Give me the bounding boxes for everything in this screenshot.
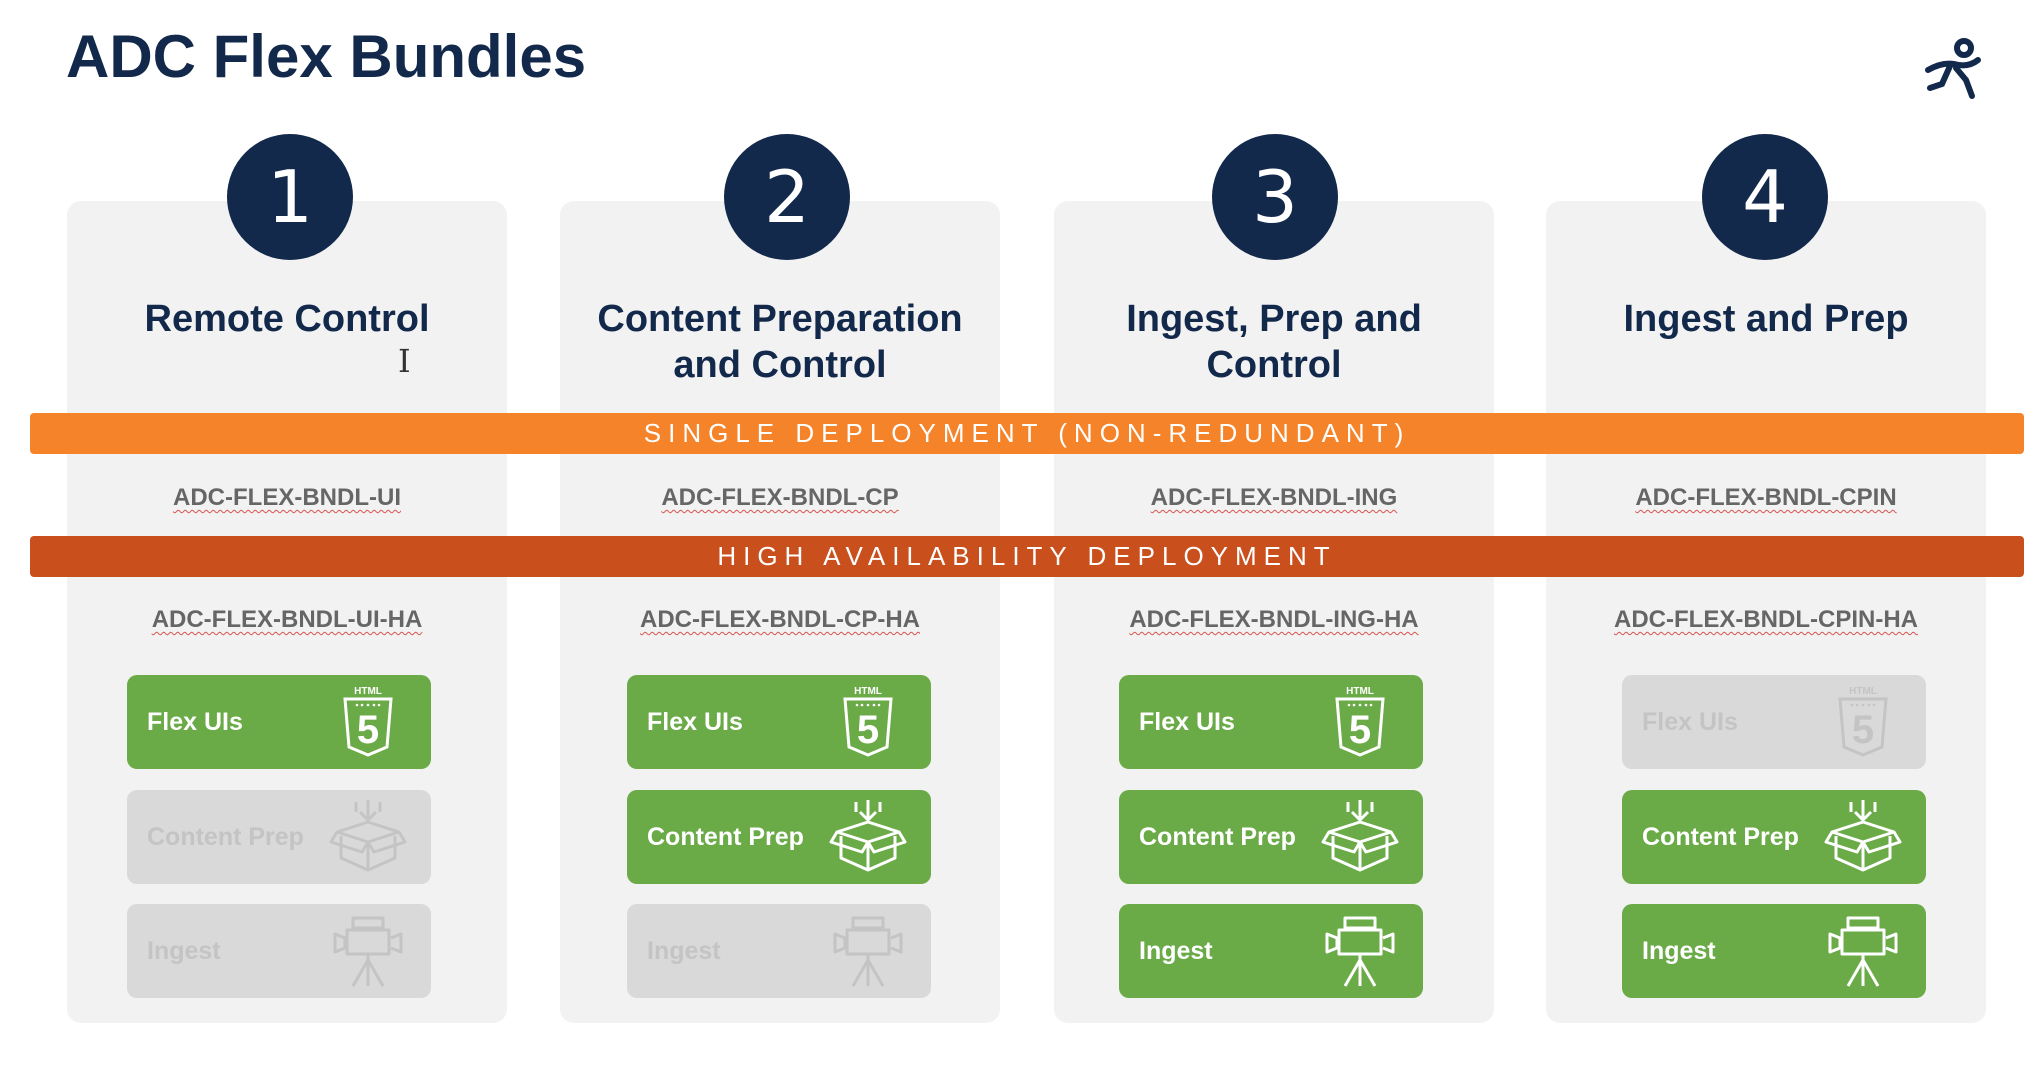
feature-label: Flex UIs bbox=[1139, 707, 1235, 736]
bundle-number-3: 3 bbox=[1212, 134, 1338, 260]
box-download-icon bbox=[1319, 796, 1401, 878]
feature-label: Ingest bbox=[1642, 936, 1716, 965]
bundle-number-4: 4 bbox=[1702, 134, 1828, 260]
feature-content-prep-1: Content Prep bbox=[127, 790, 431, 884]
svg-text:5: 5 bbox=[1852, 708, 1874, 752]
svg-text:HTML: HTML bbox=[1346, 686, 1374, 697]
feature-label: Ingest bbox=[147, 936, 221, 965]
bundle-heading-3: Ingest, Prep and Control bbox=[1054, 296, 1494, 388]
box-download-icon bbox=[327, 796, 409, 878]
bundle-heading-4: Ingest and Prep bbox=[1546, 296, 1986, 342]
bundle-number-2: 2 bbox=[724, 134, 850, 260]
company-logo-icon bbox=[1925, 38, 1981, 99]
html5-icon: HTML 5 bbox=[1822, 681, 1904, 763]
video-camera-icon bbox=[327, 910, 409, 992]
sku-text: ADC-FLEX-BNDL-UI bbox=[173, 484, 401, 511]
feature-label: Flex UIs bbox=[147, 707, 243, 736]
html5-icon: HTML 5 bbox=[827, 681, 909, 763]
svg-text:HTML: HTML bbox=[354, 686, 382, 697]
sku-text: ADC-FLEX-BNDL-ING-HA bbox=[1129, 606, 1419, 633]
bundle-heading-line: Ingest and Prep bbox=[1623, 298, 1909, 340]
svg-text:5: 5 bbox=[357, 708, 379, 752]
box-download-icon bbox=[827, 796, 909, 878]
sku-ha-4: ADC-FLEX-BNDL-CPIN-HA bbox=[1546, 606, 1986, 634]
svg-text:HTML: HTML bbox=[1849, 686, 1877, 697]
feature-label: Content Prep bbox=[647, 822, 804, 851]
svg-text:HTML: HTML bbox=[854, 686, 882, 697]
sku-single-4: ADC-FLEX-BNDL-CPIN bbox=[1546, 484, 1986, 512]
feature-flex-uis-1: Flex UIs HTML 5 bbox=[127, 675, 431, 769]
bundle-heading-line: Content Preparation bbox=[597, 298, 963, 340]
video-camera-icon bbox=[1822, 910, 1904, 992]
feature-label: Ingest bbox=[1139, 936, 1213, 965]
feature-content-prep-4: Content Prep bbox=[1622, 790, 1926, 884]
bundle-heading-line: Remote Control bbox=[144, 298, 430, 340]
feature-flex-uis-3: Flex UIs HTML 5 bbox=[1119, 675, 1423, 769]
sku-ha-3: ADC-FLEX-BNDL-ING-HA bbox=[1054, 606, 1494, 634]
sku-text: ADC-FLEX-BNDL-ING bbox=[1150, 484, 1398, 511]
sku-ha-2: ADC-FLEX-BNDL-CP-HA bbox=[560, 606, 1000, 634]
bundle-heading-1: Remote Control bbox=[67, 296, 507, 342]
feature-ingest-3: Ingest bbox=[1119, 904, 1423, 998]
bundle-number-1: 1 bbox=[227, 134, 353, 260]
sku-ha-1: ADC-FLEX-BNDL-UI-HA bbox=[67, 606, 507, 634]
bundle-card-1 bbox=[67, 201, 507, 1023]
feature-label: Ingest bbox=[647, 936, 721, 965]
video-camera-icon bbox=[827, 910, 909, 992]
svg-text:5: 5 bbox=[1349, 708, 1371, 752]
feature-label: Content Prep bbox=[1642, 822, 1799, 851]
sku-single-3: ADC-FLEX-BNDL-ING bbox=[1054, 484, 1494, 512]
sku-text: ADC-FLEX-BNDL-CPIN bbox=[1635, 484, 1897, 511]
bundle-card-2 bbox=[560, 201, 1000, 1023]
bundle-card-3 bbox=[1054, 201, 1494, 1023]
page-title: ADC Flex Bundles bbox=[66, 23, 587, 90]
bundle-heading-line: Control bbox=[1206, 344, 1342, 386]
box-download-icon bbox=[1822, 796, 1904, 878]
bundle-card-4 bbox=[1546, 201, 1986, 1023]
feature-ingest-4: Ingest bbox=[1622, 904, 1926, 998]
sku-text: ADC-FLEX-BNDL-UI-HA bbox=[151, 606, 423, 633]
single-deployment-band: SINGLE DEPLOYMENT (NON-REDUNDANT) bbox=[30, 413, 2024, 454]
feature-label: Flex UIs bbox=[1642, 707, 1738, 736]
feature-label: Content Prep bbox=[1139, 822, 1296, 851]
sku-text: ADC-FLEX-BNDL-CP bbox=[661, 484, 899, 511]
html5-icon: HTML 5 bbox=[327, 681, 409, 763]
video-camera-icon bbox=[1319, 910, 1401, 992]
sku-single-1: ADC-FLEX-BNDL-UI bbox=[67, 484, 507, 512]
bundle-heading-line: and Control bbox=[673, 344, 887, 386]
sku-single-2: ADC-FLEX-BNDL-CP bbox=[560, 484, 1000, 512]
feature-ingest-1: Ingest bbox=[127, 904, 431, 998]
bundle-heading-2: Content Preparation and Control bbox=[560, 296, 1000, 388]
feature-label: Content Prep bbox=[147, 822, 304, 851]
feature-content-prep-3: Content Prep bbox=[1119, 790, 1423, 884]
bundle-heading-line: Ingest, Prep and bbox=[1126, 298, 1422, 340]
ha-deployment-band: HIGH AVAILABILITY DEPLOYMENT bbox=[30, 536, 2024, 577]
svg-text:5: 5 bbox=[857, 708, 879, 752]
sku-text: ADC-FLEX-BNDL-CPIN-HA bbox=[1614, 606, 1918, 633]
feature-flex-uis-4: Flex UIs HTML 5 bbox=[1622, 675, 1926, 769]
feature-content-prep-2: Content Prep bbox=[627, 790, 931, 884]
feature-label: Flex UIs bbox=[647, 707, 743, 736]
html5-icon: HTML 5 bbox=[1319, 681, 1401, 763]
text-cursor-icon: I bbox=[398, 342, 411, 380]
feature-ingest-2: Ingest bbox=[627, 904, 931, 998]
sku-text: ADC-FLEX-BNDL-CP-HA bbox=[640, 606, 920, 633]
feature-flex-uis-2: Flex UIs HTML 5 bbox=[627, 675, 931, 769]
